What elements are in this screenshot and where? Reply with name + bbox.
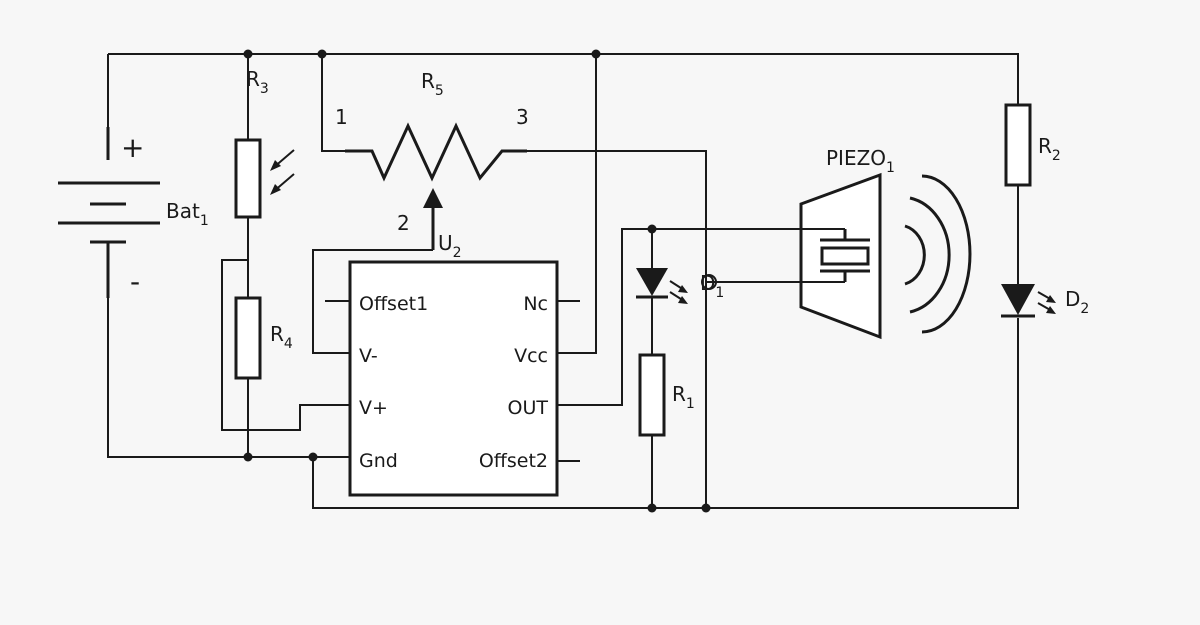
pin-gnd-label: Gnd	[359, 450, 398, 472]
d2-led-triangle	[1001, 284, 1035, 315]
piezo-element	[800, 228, 870, 283]
piezo-label: PIEZO1	[826, 146, 895, 176]
junction-dot	[591, 49, 601, 59]
sound-waves-icon	[904, 174, 972, 334]
out-wire	[557, 228, 800, 406]
r3-ldr-body	[234, 138, 262, 219]
d1-label: D1	[700, 271, 724, 301]
d1-led-triangle	[636, 268, 668, 296]
r5-pin1-wire	[321, 54, 345, 152]
r5-pin3-wire	[527, 150, 707, 508]
pin-vplus-label: V+	[359, 397, 388, 419]
r5-pin1-label: 1	[335, 105, 348, 129]
junction-dot	[243, 49, 253, 59]
u2-label: U2	[438, 231, 462, 261]
divider-to-vplus-wire	[221, 259, 350, 431]
d2-label: D2	[1065, 287, 1089, 317]
r5-pin2-label: 2	[397, 211, 410, 235]
r1-label: R1	[672, 382, 695, 412]
wiper-to-vminus-wire	[312, 249, 433, 354]
battery-symbol	[58, 127, 160, 298]
r5-label: R5	[421, 69, 444, 99]
junction-dot	[308, 452, 318, 462]
r4-body	[234, 296, 262, 380]
battery-label: Bat1	[166, 199, 209, 229]
junction-dot	[317, 49, 327, 59]
pin-out-label: OUT	[508, 397, 549, 419]
r3-light-arrows-icon	[270, 149, 295, 195]
d1-emit-arrows-icon	[669, 280, 688, 304]
r1-body	[638, 353, 666, 437]
junction-dot	[647, 224, 657, 234]
vcc-wire	[557, 54, 597, 354]
pin-offset2-label: Offset2	[479, 450, 548, 472]
pin-vminus-label: V-	[359, 345, 378, 367]
junction-dot	[701, 503, 711, 513]
junction-dot	[647, 503, 657, 513]
r3-label: R3	[246, 67, 269, 97]
top-rail-wire	[108, 53, 1019, 105]
r5-zigzag	[345, 122, 527, 182]
battery-minus-label: -	[130, 265, 140, 298]
pin-offset1-label: Offset1	[359, 293, 428, 315]
r2-body	[1004, 103, 1032, 187]
pin-nc-label: Nc	[523, 293, 548, 315]
u2-ic-body	[348, 260, 559, 497]
r5-pin3-label: 3	[516, 105, 529, 129]
r4-label: R4	[270, 322, 293, 352]
r2-label: R2	[1038, 134, 1061, 164]
ground-bus-wire	[312, 318, 1019, 509]
junction-dot	[243, 452, 253, 462]
r5-wiper-arrow-icon	[423, 188, 443, 250]
battery-plus-label: +	[121, 131, 144, 164]
d2-emit-arrows-icon	[1037, 291, 1056, 314]
battery-minus-wire	[107, 298, 350, 458]
pin-vcc-label: Vcc	[514, 345, 548, 367]
